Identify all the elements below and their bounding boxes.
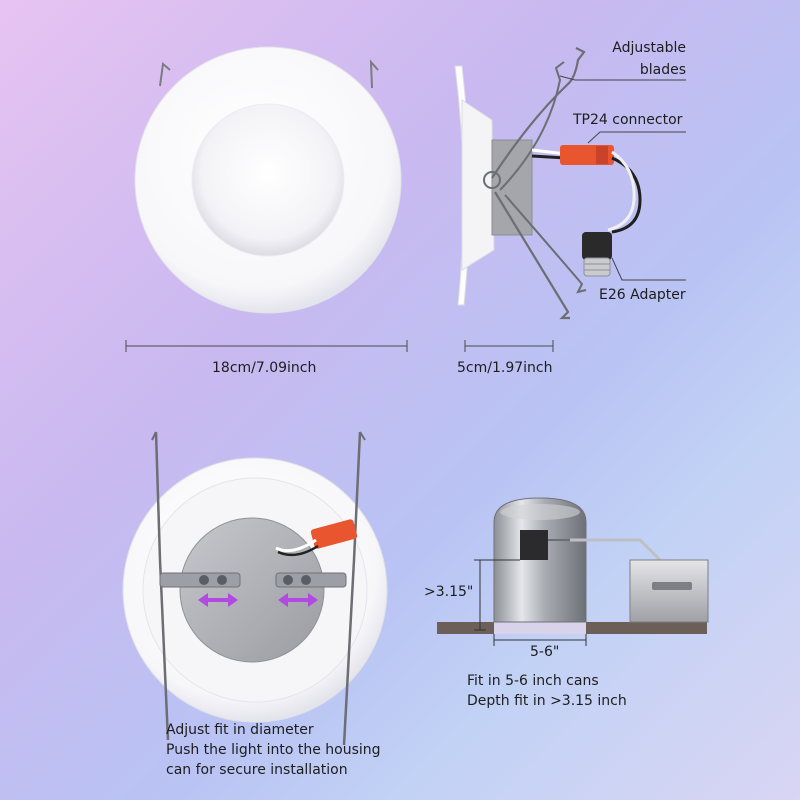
depth-dimension-label: 5cm/1.97inch <box>457 360 553 376</box>
adjust-line1: Adjust fit in diameter <box>166 722 314 738</box>
fit-line1: Fit in 5-6 inch cans <box>467 673 599 689</box>
adjustable-blades-label: Adjustable blades <box>560 40 686 79</box>
fit-description: Fit in 5-6 inch cans Depth fit in >3.15 … <box>467 673 627 710</box>
e26-adapter-label: E26 Adapter <box>599 287 686 303</box>
back-view-light <box>122 431 388 746</box>
adjust-description: Adjust fit in diameter Push the light in… <box>166 722 381 779</box>
housing-can-diagram <box>437 497 709 646</box>
adjustable-blades-line2: blades <box>639 62 686 78</box>
dimension-lines-top <box>125 340 554 352</box>
tp24-connector-label: TP24 connector <box>573 112 683 128</box>
adjust-line3: can for secure installation <box>166 762 348 778</box>
side-view-light <box>454 47 642 320</box>
adjust-line2: Push the light into the housing <box>166 742 381 758</box>
can-width-label: 5-6" <box>530 644 560 660</box>
callout-lines <box>559 75 686 281</box>
diameter-dimension-label: 18cm/7.09inch <box>212 360 317 376</box>
can-depth-label: >3.15" <box>424 584 474 600</box>
adjust-arrow-icon <box>198 593 318 607</box>
front-view-light <box>134 46 402 314</box>
fit-line2: Depth fit in >3.15 inch <box>467 693 627 709</box>
adjustable-blades-line1: Adjustable <box>612 40 686 56</box>
